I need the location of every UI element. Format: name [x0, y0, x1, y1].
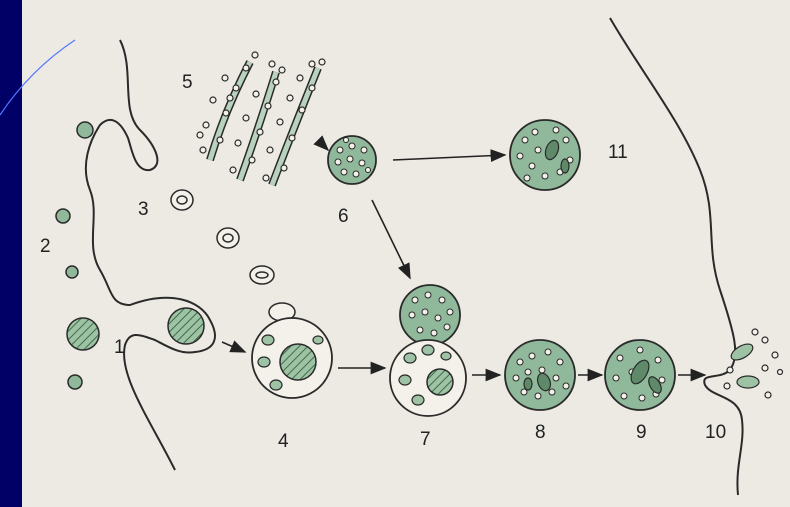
decorative-arc: [0, 40, 75, 115]
label-8: 8: [535, 422, 546, 443]
left-membrane-line: [86, 40, 215, 470]
pinocytic-vesicles: [171, 190, 274, 284]
label-4: 4: [278, 431, 289, 452]
label-7: 7: [420, 429, 431, 450]
label-6: 6: [338, 206, 349, 227]
secondary-lysosome: [505, 340, 575, 410]
autophagic-body: [510, 120, 580, 190]
label-2: 2: [40, 236, 51, 257]
label-5: 5: [182, 72, 193, 93]
label-1: 1: [114, 337, 125, 358]
label-10: 10: [705, 422, 726, 443]
phagosome: [252, 303, 332, 398]
label-11: 11: [608, 142, 628, 163]
phagocytosed-particle: [168, 308, 204, 344]
primary-lysosome: [328, 136, 376, 184]
residual-body: [605, 340, 675, 410]
extracellular-granules: [56, 122, 99, 389]
phagolysosome-fusion: [390, 285, 466, 416]
label-9: 9: [636, 422, 647, 443]
label-3: 3: [138, 199, 149, 220]
rough-er-strands: [197, 52, 325, 185]
